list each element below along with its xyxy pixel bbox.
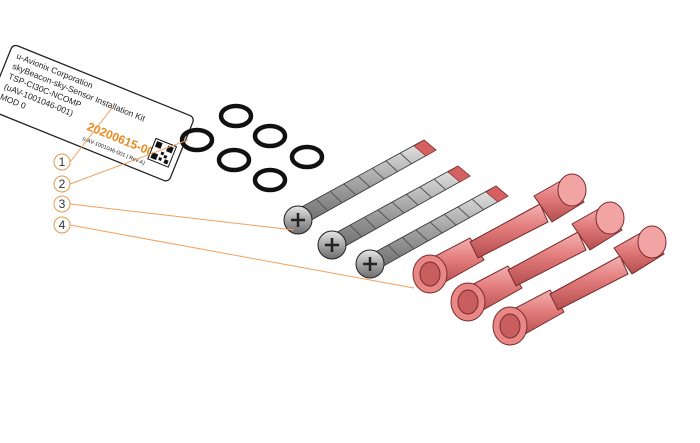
phillips-head-icon <box>291 213 305 227</box>
screw <box>355 185 509 279</box>
kit-label-card: u-Avionix Corporation skyBeacon-sky-Sens… <box>0 44 194 182</box>
o-ring <box>216 147 252 173</box>
butt-splice-connector <box>412 173 587 294</box>
o-ring <box>218 103 254 129</box>
o-ring <box>289 144 325 170</box>
connectors-group <box>412 173 667 346</box>
leader-lines <box>69 107 415 289</box>
callout-number: 2 <box>59 177 66 191</box>
o-ring <box>179 127 215 153</box>
o-rings-group <box>179 103 325 193</box>
leader-line-1 <box>69 107 116 163</box>
o-ring <box>252 167 288 193</box>
callout-bubble-4: 4 <box>53 216 71 234</box>
butt-splice-connector <box>492 225 667 346</box>
leader-line-3 <box>69 203 295 231</box>
callout-number: 3 <box>59 197 66 211</box>
callout-bubble-2: 2 <box>53 175 71 193</box>
screw <box>317 165 471 260</box>
phillips-head-icon <box>325 238 339 252</box>
leader-line-2 <box>69 139 189 185</box>
o-ring <box>252 123 288 149</box>
callout-number: 4 <box>59 218 66 232</box>
callout-bubble-3: 3 <box>53 195 71 213</box>
callout-number: 1 <box>59 155 66 169</box>
screws-group <box>283 139 509 279</box>
butt-splice-connector <box>450 201 625 322</box>
callout-bubble-1: 1 <box>53 153 71 171</box>
leader-line-4 <box>69 224 415 289</box>
phillips-head-icon <box>363 257 377 271</box>
qr-code-icon <box>147 137 178 168</box>
screw <box>283 139 437 235</box>
